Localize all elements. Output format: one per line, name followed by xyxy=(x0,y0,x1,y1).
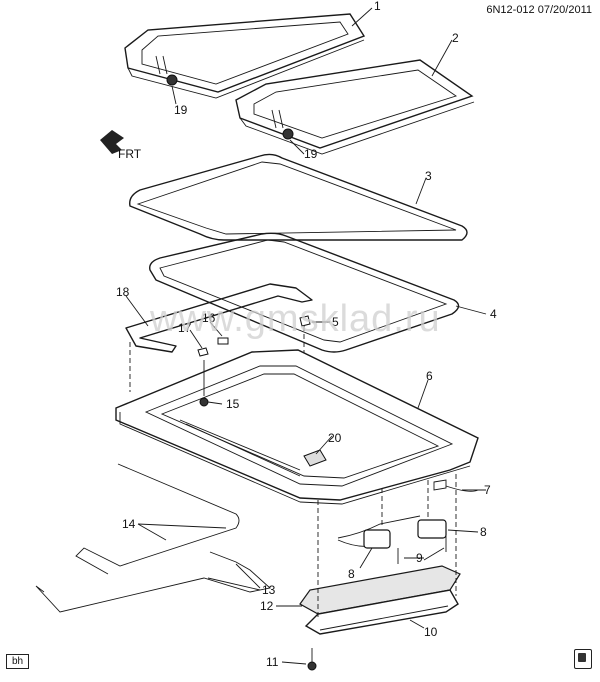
bracket-20 xyxy=(303,449,327,467)
drain-hose-7 xyxy=(433,479,479,492)
callout-14: 14 xyxy=(122,517,136,531)
callout-18: 18 xyxy=(116,285,130,299)
callout-11: 11 xyxy=(266,655,279,669)
drive-cable-assembly xyxy=(337,480,447,564)
callout-1: 1 xyxy=(374,0,381,13)
weatherstrip-3 xyxy=(129,153,468,241)
callout-20: 20 xyxy=(328,431,342,445)
front-label: FRT xyxy=(118,147,142,161)
clip-17 xyxy=(197,347,209,357)
nut-19-a xyxy=(155,55,178,86)
diagram-header: 6N12-012 07/20/2011 xyxy=(486,4,592,16)
callout-13: 13 xyxy=(262,583,276,597)
callout-4: 4 xyxy=(490,307,497,321)
callout-12: 12 xyxy=(260,599,274,613)
nut-19-b xyxy=(271,109,294,140)
callout-2: 2 xyxy=(452,31,459,45)
clip-5 xyxy=(299,315,311,356)
front-arrow-icon: FRT xyxy=(100,130,142,161)
diagram-date: 07/20/2011 xyxy=(537,4,592,16)
callout-7: 7 xyxy=(484,483,491,497)
callout-15: 15 xyxy=(226,397,240,411)
trim-strip-18 xyxy=(125,283,313,392)
callout-19-b: 19 xyxy=(304,147,318,161)
callout-labels: 1 2 3 4 5 6 7 8 8 9 10 11 12 13 14 15 16… xyxy=(116,0,497,669)
callout-10: 10 xyxy=(424,625,438,639)
drain-tube-13 xyxy=(35,551,271,613)
corner-badge: bh xyxy=(6,654,30,669)
drain-tube-14 xyxy=(75,463,240,575)
front-glass-panel xyxy=(124,13,366,99)
diagram-code: 6N12-012 xyxy=(486,4,535,16)
book-icon xyxy=(574,649,592,669)
leader-lines xyxy=(125,7,487,665)
callout-8-right: 8 xyxy=(480,525,487,539)
callout-16: 16 xyxy=(202,311,216,325)
sunroof-frame-6 xyxy=(115,349,479,505)
clip-16 xyxy=(217,337,229,345)
callout-5: 5 xyxy=(332,315,339,329)
rear-glass-panel xyxy=(235,59,475,155)
callout-8-left: 8 xyxy=(348,567,355,581)
screw-11 xyxy=(307,648,317,671)
callout-6: 6 xyxy=(426,369,433,383)
callout-9: 9 xyxy=(416,551,423,565)
seal-4 xyxy=(149,232,460,353)
callout-17: 17 xyxy=(178,321,192,335)
callout-19-a: 19 xyxy=(174,103,188,117)
callout-3: 3 xyxy=(425,169,432,183)
